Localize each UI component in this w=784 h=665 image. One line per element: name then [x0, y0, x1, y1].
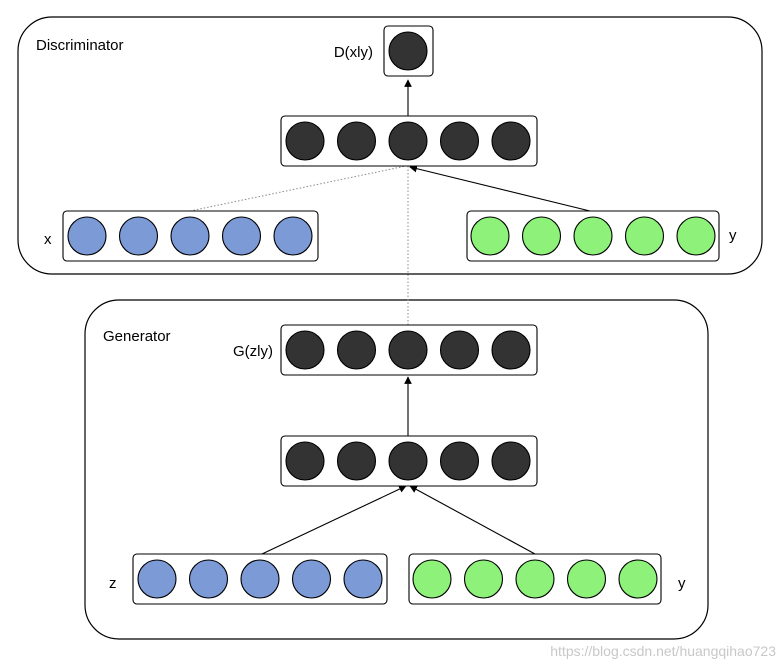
- gen-y-label: y: [678, 575, 686, 592]
- gen-y-node-1: [412, 559, 452, 599]
- gen-output-node-4: [439, 330, 480, 370]
- disc-y-node-3: [573, 216, 613, 256]
- gen-z-node-4: [291, 559, 332, 599]
- disc-hidden-layer: [280, 115, 538, 167]
- gen-output-node-2: [336, 330, 377, 370]
- disc-output-label: D(xly): [334, 44, 373, 61]
- gen-z-label: z: [109, 575, 117, 592]
- disc-y-node-5: [676, 216, 716, 256]
- gen-hidden-node-5: [491, 441, 531, 481]
- disc-x-node-3: [170, 216, 210, 256]
- gen-y-node-2: [463, 559, 504, 599]
- gen-y-node-5: [618, 559, 658, 599]
- arrow-gen-z-to-hidden: [261, 485, 407, 555]
- gen-output-layer: [280, 324, 538, 376]
- disc-y-node-4: [624, 216, 665, 256]
- disc-y-label: y: [729, 227, 737, 244]
- gen-hidden-node-4: [439, 441, 480, 481]
- disc-hidden-node-2: [336, 121, 377, 161]
- gen-z-input-layer: [132, 553, 388, 605]
- disc-x-node-1: [67, 216, 107, 256]
- disc-x-node-2: [118, 216, 159, 256]
- gen-hidden-node-3: [388, 441, 428, 481]
- disc-y-input-layer: [466, 210, 720, 262]
- disc-hidden-node-1: [285, 121, 325, 161]
- generator-title: Generator: [103, 328, 171, 345]
- gen-output-label: G(zly): [233, 343, 273, 360]
- gen-hidden-layer: [280, 435, 538, 487]
- arrow-gen-y-to-hidden: [409, 485, 536, 555]
- watermark: https://blog.csdn.net/huangqihao723: [550, 643, 776, 659]
- disc-hidden-node-3: [388, 121, 428, 161]
- disc-x-node-5: [273, 216, 313, 256]
- gen-z-node-5: [343, 559, 383, 599]
- gen-y-input-layer: [408, 553, 662, 605]
- discriminator-title: Discriminator: [36, 37, 124, 54]
- gen-output-node-1: [285, 330, 325, 370]
- connections: [189, 79, 591, 555]
- disc-output-node: [388, 31, 428, 71]
- disc-hidden-node-4: [439, 121, 480, 161]
- gen-output-node-3: [388, 330, 428, 370]
- disc-output-layer: [383, 25, 434, 77]
- disc-x-node-4: [221, 216, 262, 256]
- gen-y-node-3: [515, 559, 555, 599]
- gen-output-node-5: [491, 330, 531, 370]
- gen-z-node-1: [137, 559, 177, 599]
- disc-hidden-node-5: [491, 121, 531, 161]
- gen-hidden-node-2: [336, 441, 377, 481]
- gen-hidden-node-1: [285, 441, 325, 481]
- disc-y-node-1: [470, 216, 510, 256]
- arrow-disc-y-to-hidden: [409, 164, 591, 212]
- gen-z-node-3: [240, 559, 280, 599]
- disc-x-label: x: [44, 231, 52, 248]
- disc-x-input-layer: [62, 210, 319, 262]
- disc-y-node-2: [521, 216, 562, 256]
- gen-z-node-2: [188, 559, 229, 599]
- gen-y-node-4: [566, 559, 607, 599]
